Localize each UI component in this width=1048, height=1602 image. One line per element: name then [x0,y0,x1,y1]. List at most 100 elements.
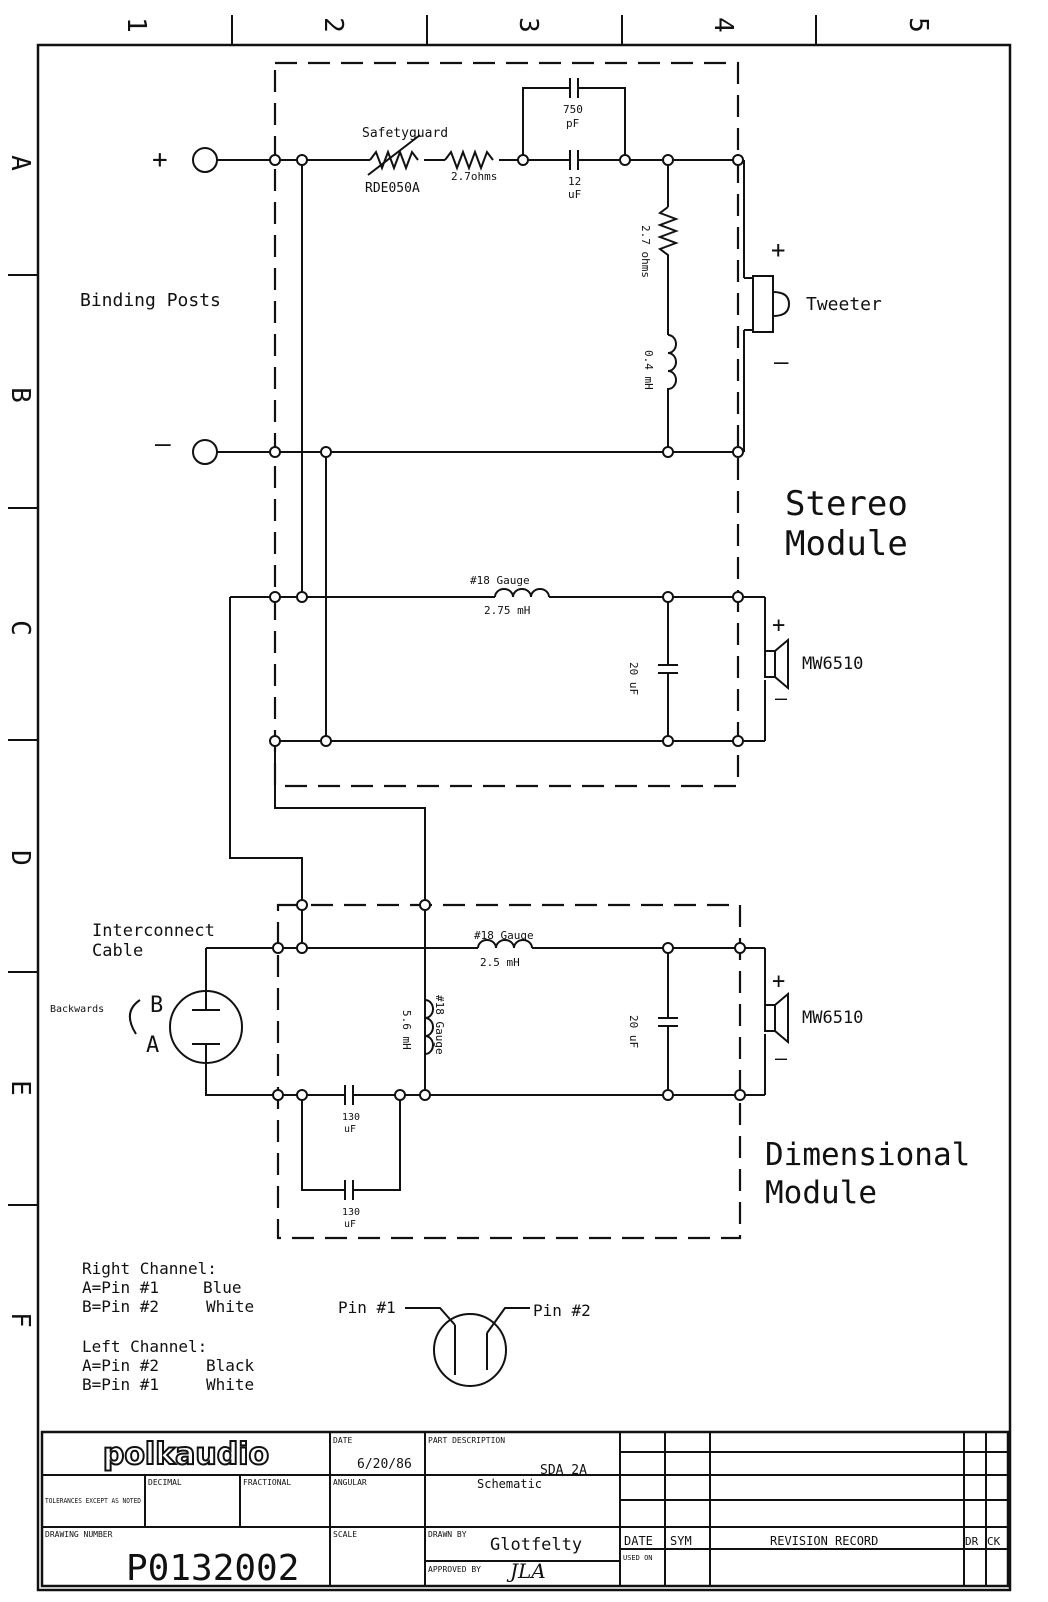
tweeter-minus: – [774,348,789,376]
res-vertical-label: 2.7 ohms [639,225,652,278]
dimensional-module-boundary [276,903,742,1240]
approved-by-label: APPROVED BY [428,1565,481,1574]
wire [274,741,426,1095]
left-channel-a-color: Black [206,1356,255,1375]
cap750-unit: pF [566,117,579,130]
left-channel-a: A=Pin #2 [82,1356,159,1375]
inductor-vertical-label: 0.4 mH [642,350,655,390]
col-label: 5 [903,17,933,33]
woofer-bot-plus: + [772,969,785,994]
stereo-module-title: Module [785,524,908,564]
cap20-bot-label: 20 uF [627,1015,640,1048]
vert-gauge-label: #18 Gauge [433,995,446,1055]
wire [229,597,303,948]
drawing-border [36,43,1012,1592]
woofer-bot-cone [774,991,789,1045]
rev-record-header: REVISION RECORD [770,1534,878,1548]
binding-posts-label: Binding Posts [80,290,221,311]
wire [522,87,570,160]
pin-leaders [405,1307,530,1334]
left-channel-b: B=Pin #1 [82,1375,159,1394]
wire [353,1095,401,1191]
rev-ck-header: CK [987,1535,1001,1548]
inductor-symbol [477,939,533,949]
row-label: D [5,850,35,866]
resistor-symbol [444,149,494,171]
inductance-top-label: 2.75 mH [484,604,530,617]
woofer-top-label: MW6510 [802,654,863,674]
dimensional-module-title: Dimensional [765,1137,970,1173]
used-on-label: USED ON [623,1554,653,1562]
title-block [40,1430,1010,1588]
vert-mh-label: 5.6 mH [400,1010,413,1050]
minus-sign: – [155,429,171,459]
stereo-module-boundary [273,61,740,788]
pin-diagram-pins [454,1325,488,1375]
resistor-symbol [369,149,419,171]
pin1-label: Pin #1 [338,1298,396,1317]
right-channel-b: B=Pin #2 [82,1297,159,1316]
resistor-symbol [657,206,679,335]
cap12-label: 12 [568,175,581,188]
interconnect-label: Cable [92,941,143,961]
tweeter-plus: + [771,236,785,264]
gauge-bot-label: #18 Gauge [474,929,534,942]
wire [301,1095,345,1191]
inductor-symbol [424,999,434,1055]
col-label: 3 [513,17,543,33]
row-label: C [5,620,35,636]
date-value: 6/20/86 [357,1457,412,1472]
cap20-top-label: 20 uF [627,662,640,695]
left-channel-b-color: White [206,1375,254,1394]
binding-post-positive [192,147,218,173]
drawing-number-label: DRAWING NUMBER [45,1530,113,1539]
wire [744,277,753,331]
res-27-label: 2.7ohms [451,170,497,183]
row-label: F [5,1312,35,1328]
gauge-top-label: #18 Gauge [470,574,530,587]
date-label: DATE [333,1436,352,1445]
col-label: 4 [708,17,738,33]
plug-a-label: A [146,1033,159,1058]
plus-sign: + [152,145,168,175]
woofer-top-minus: – [775,686,788,710]
polk-logo: polkaudio [103,1437,269,1472]
angular-label: ANGULAR [333,1478,367,1487]
pin2-label: Pin #2 [533,1301,591,1320]
woofer-bot-label: MW6510 [802,1008,863,1028]
drawn-by-label: DRAWN BY [428,1530,467,1539]
row-label: B [5,387,35,403]
interconnect-label: Interconnect [92,921,215,941]
left-channel-heading: Left Channel: [82,1337,207,1356]
part-number: SDA 2A [540,1463,587,1478]
col-label: 2 [318,17,348,33]
rev-sym-header: SYM [670,1534,692,1548]
scale-label: SCALE [333,1530,357,1539]
col-label: 1 [121,17,151,33]
row-label: A [5,155,35,171]
approved-by-signature: JLA [506,1559,546,1583]
row-label: E [5,1080,35,1096]
backwards-label: Backwards [50,1004,104,1015]
woofer-top-plus: + [772,613,785,638]
tweeter-body [752,275,774,333]
inductance-bot-label: 2.5 mH [480,956,520,969]
drawing-number: P0132002 [126,1548,299,1589]
ptc-arrow [367,134,421,176]
swap-arrow [129,999,141,1035]
right-channel-heading: Right Channel: [82,1259,217,1278]
inductor-symbol [494,588,550,598]
tolerances-label: TOLERANCES EXCEPT AS NOTED [45,1497,141,1505]
part-subtitle: Schematic [477,1477,542,1491]
decimal-label: DECIMAL [148,1478,182,1487]
dimensional-module-title: Module [765,1175,877,1211]
woofer-bot-body [764,1004,776,1032]
cap130-2-unit: uF [344,1219,356,1230]
tweeter-label: Tweeter [806,294,882,315]
cap130-1-unit: uF [344,1124,356,1135]
right-channel-b-color: White [206,1297,254,1316]
right-channel-a: A=Pin #1 [82,1278,159,1297]
junction-dots [269,154,746,1101]
rde050a-label: RDE050A [365,181,420,196]
plug-b-label: B [150,993,163,1018]
